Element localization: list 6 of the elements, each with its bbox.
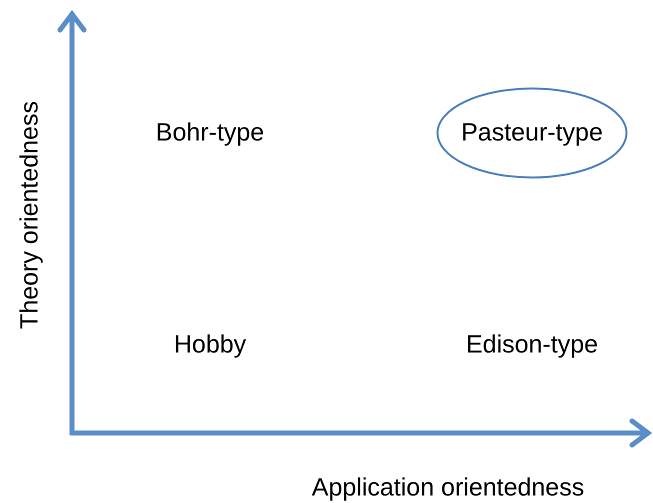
axis-title: Application orientedness [312,474,584,502]
quadrant-label: Edison-type [466,330,598,360]
quadrant-label: Bohr-type [156,118,264,148]
quadrant-label: Hobby [174,330,246,360]
axis-title: Theory orientedness [16,101,44,329]
quadrant-label: Pasteur-type [461,118,603,148]
